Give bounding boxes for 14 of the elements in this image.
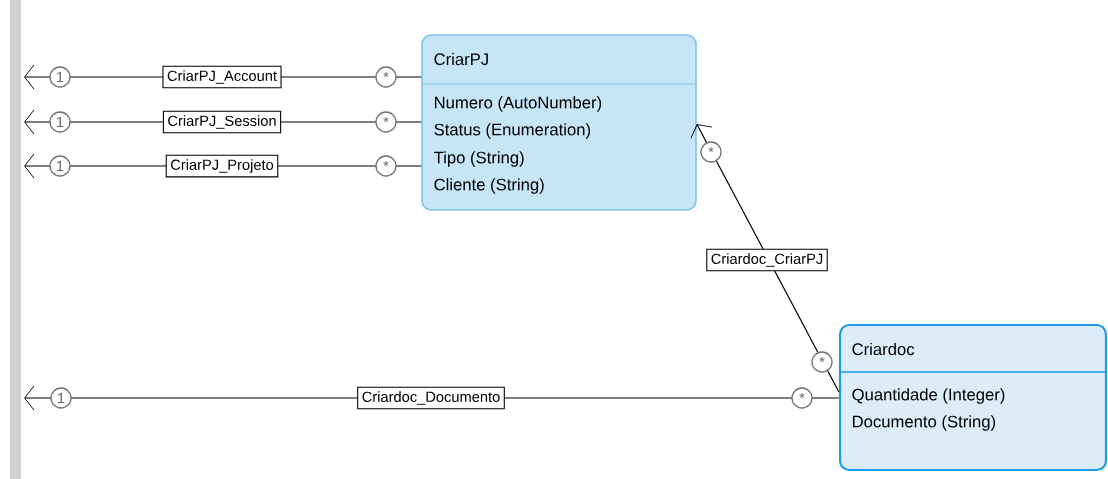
edge-label: Criardoc_Documento <box>357 386 505 410</box>
attribute-text: Cliente (String) <box>434 178 544 194</box>
attribute-text: Tipo (String) <box>434 151 524 167</box>
attribute-text: Numero (AutoNumber) <box>434 96 602 112</box>
entity-name: CriarPJ <box>434 52 488 66</box>
attribute-text: Documento (String) <box>852 415 996 431</box>
entity-name: Criardoc <box>852 342 915 356</box>
edge-label: CriarPJ_Projeto <box>165 154 279 178</box>
attribute-text: Quantidade (Integer) <box>852 388 1005 404</box>
edge-label: Criardoc_CriarPJ <box>706 248 828 272</box>
association-line <box>690 124 840 393</box>
attribute-text: Status (Enumeration) <box>434 123 590 139</box>
edge-label: CriarPJ_Account <box>162 65 282 89</box>
edge-label: CriarPJ_Session <box>162 110 282 134</box>
